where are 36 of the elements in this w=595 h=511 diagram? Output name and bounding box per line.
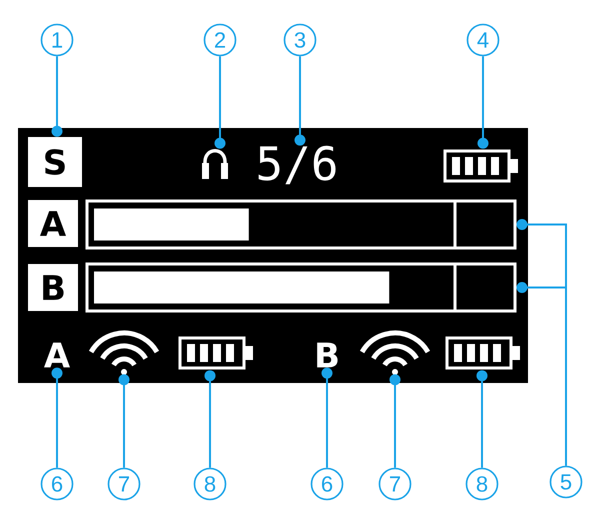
level-bar xyxy=(86,200,516,250)
wifi-icon xyxy=(89,330,160,375)
letter-badge: A xyxy=(28,200,78,247)
callout-number: 8 xyxy=(466,468,498,500)
leader-line xyxy=(478,56,488,149)
track-counter: 5/6 xyxy=(258,146,336,184)
leader-line xyxy=(476,370,488,468)
battery-icon xyxy=(446,336,520,370)
callout-number: 7 xyxy=(378,468,412,500)
leader-line xyxy=(204,370,216,468)
leader-line xyxy=(390,374,400,468)
leader-line xyxy=(516,282,567,466)
callout-number: 2 xyxy=(204,24,236,56)
leader-line xyxy=(294,56,306,146)
level-bar xyxy=(86,262,516,312)
callout-number: 6 xyxy=(40,468,74,500)
letter-badge: B xyxy=(28,264,78,311)
callout-number: 3 xyxy=(284,24,316,56)
leader-line xyxy=(118,374,130,468)
leader-line xyxy=(214,56,226,149)
callout-number: 7 xyxy=(108,468,140,500)
callout-number: 1 xyxy=(40,24,74,56)
leader-line xyxy=(52,56,62,137)
letter-badge: S xyxy=(28,137,82,187)
channel-letter: A xyxy=(44,342,70,368)
callout-number: 4 xyxy=(466,24,500,56)
leader-line xyxy=(322,368,332,468)
callout-number: 6 xyxy=(310,468,344,500)
callout-number: 5 xyxy=(550,466,582,498)
wifi-icon xyxy=(360,330,430,375)
leader-line xyxy=(52,368,62,468)
battery-icon xyxy=(444,150,518,182)
channel-letter: B xyxy=(317,342,338,368)
headphones-icon xyxy=(202,149,228,179)
callout-number: 8 xyxy=(194,468,226,500)
battery-icon xyxy=(178,336,253,370)
